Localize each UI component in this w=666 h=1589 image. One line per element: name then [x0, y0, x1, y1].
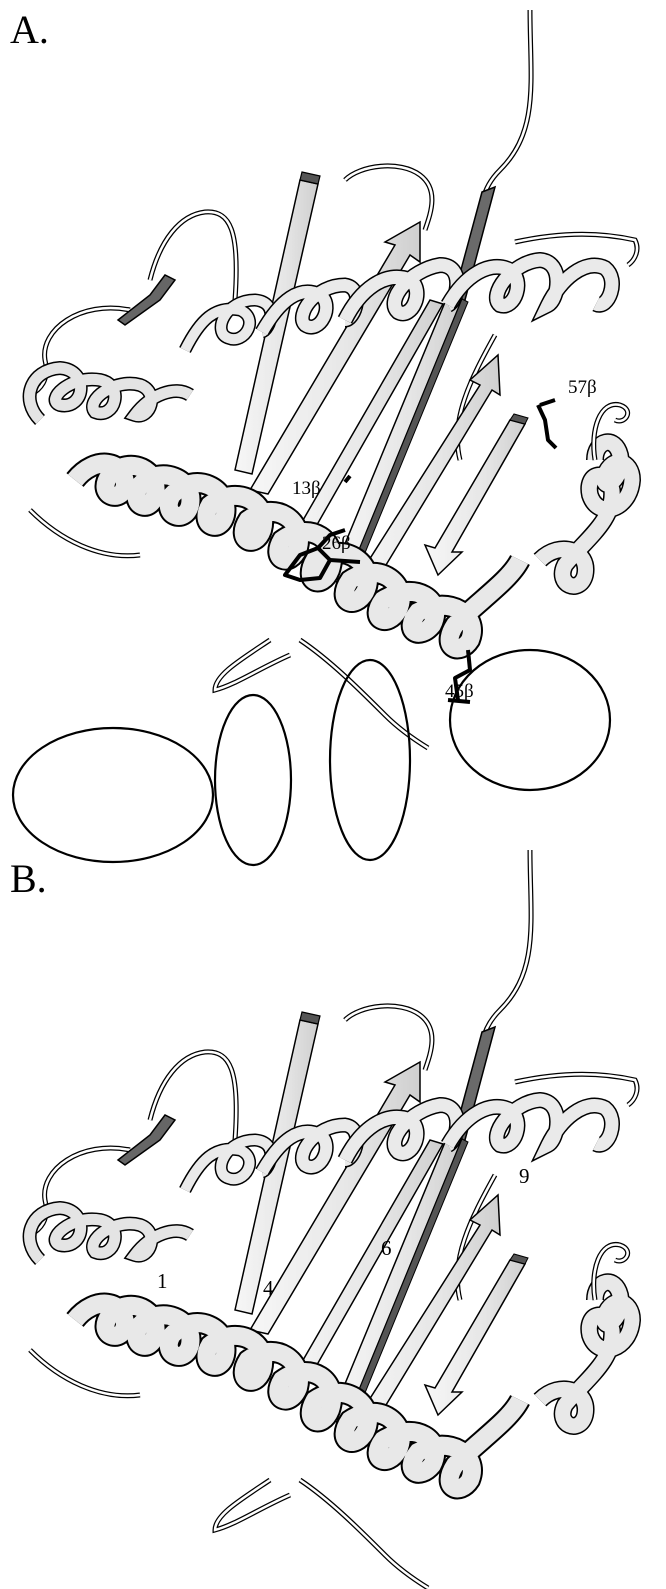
residue-label-26b: 26β — [322, 533, 351, 555]
region-label-9: 9 — [519, 1164, 530, 1189]
region-ellipse-1 — [13, 728, 213, 862]
region-label-1: 1 — [157, 1269, 168, 1294]
residue-label-57b: 57β — [568, 377, 597, 399]
panel-a-ribbon — [30, 10, 637, 748]
panel-b-label: B. — [10, 855, 47, 902]
region-ellipse-4 — [215, 695, 291, 865]
residue-label-13b: 13β — [292, 478, 321, 500]
region-ellipse-6 — [330, 660, 410, 860]
residue-label-45b: 45β — [445, 681, 474, 703]
region-label-6: 6 — [381, 1236, 392, 1261]
region-ellipse-9 — [450, 650, 610, 790]
region-label-4: 4 — [263, 1276, 274, 1301]
panel-b-ribbon — [13, 650, 637, 1588]
